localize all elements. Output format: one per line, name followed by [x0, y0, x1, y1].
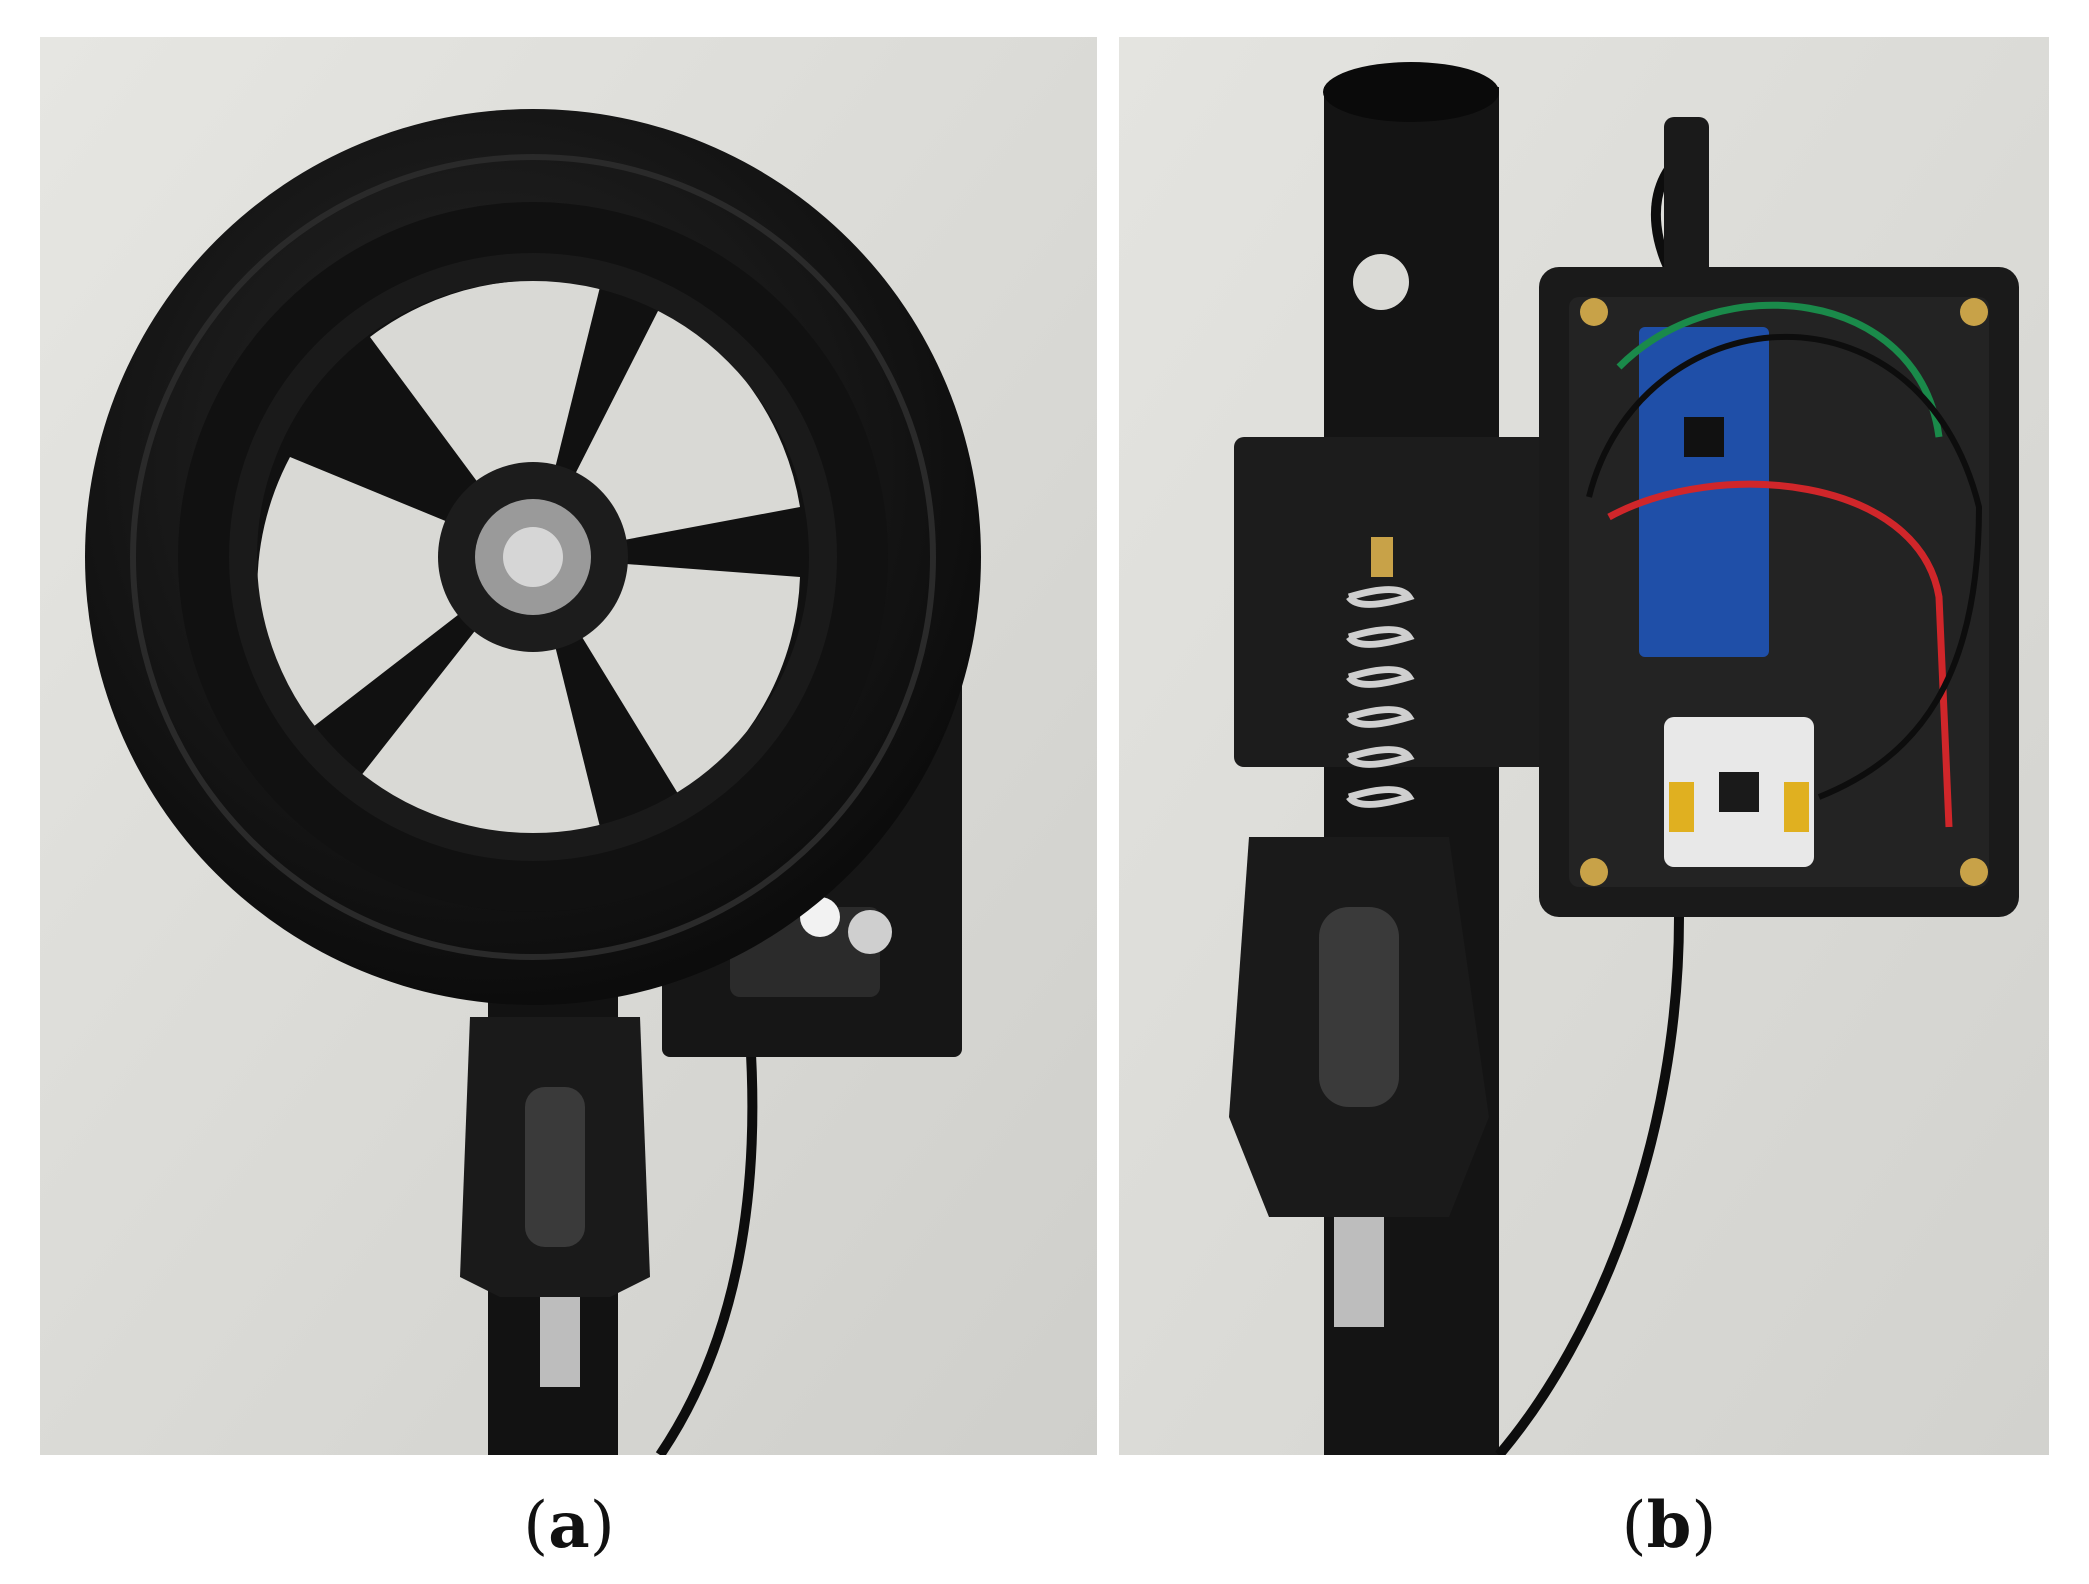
brass-inserts	[1580, 298, 1988, 886]
wheel-assembly-illustration	[40, 37, 1097, 1455]
spring	[1346, 586, 1415, 808]
connector-left	[1669, 782, 1694, 832]
wire-red	[1607, 480, 1953, 828]
clamp-slot	[525, 1087, 585, 1247]
photo-panel-b	[1119, 37, 2049, 1455]
clamp-slot	[1319, 907, 1399, 1107]
wire-green	[1616, 301, 1943, 438]
microcontroller-board	[1639, 327, 1769, 657]
sensor-chip	[1719, 772, 1759, 812]
brass-ferrule	[1371, 537, 1393, 577]
caption-b: (b)	[1621, 1488, 1717, 1563]
nut	[540, 1297, 580, 1387]
caption-a: (a)	[523, 1488, 615, 1563]
usb-plug	[1664, 117, 1709, 277]
electronics-enclosure-illustration	[1119, 37, 2049, 1455]
wire-black	[1586, 334, 1983, 800]
bracket	[1234, 437, 1579, 767]
axle-bolt	[503, 527, 563, 587]
connector-right	[1784, 782, 1809, 832]
pole-top	[1323, 62, 1499, 122]
bolt	[848, 910, 892, 954]
tire-edge	[130, 154, 936, 960]
inner-rim	[229, 253, 837, 861]
photo-panel-a	[40, 37, 1097, 1455]
chip	[1684, 417, 1724, 457]
nut	[1334, 1217, 1384, 1327]
cable	[655, 1036, 758, 1455]
pole-hole	[1353, 254, 1409, 310]
